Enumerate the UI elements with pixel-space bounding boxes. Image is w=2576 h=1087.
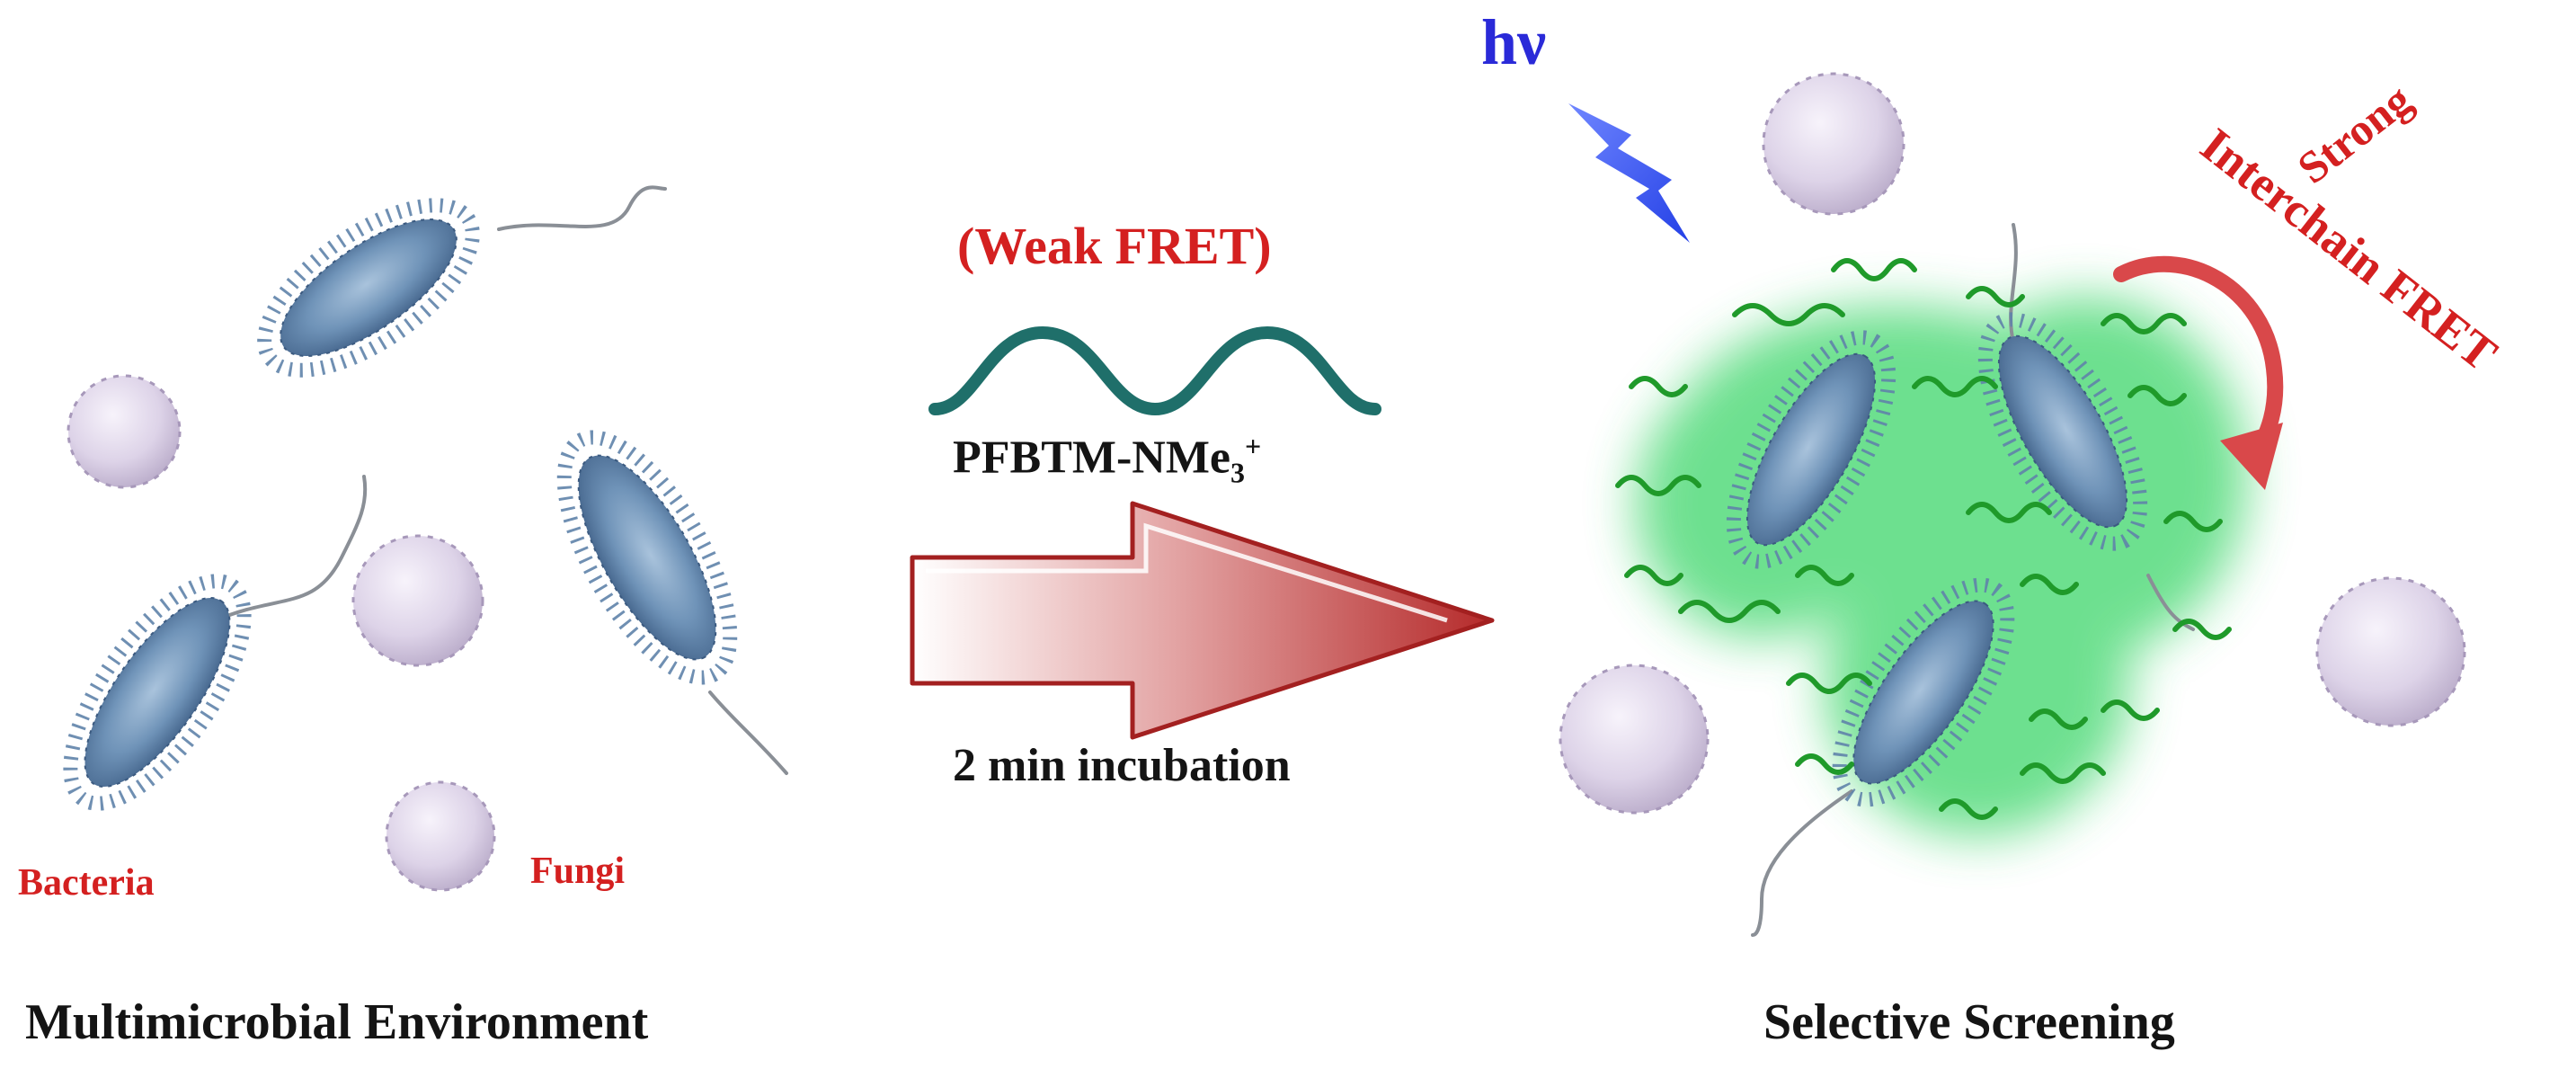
polymer-wave-icon — [928, 325, 1381, 416]
polymer-chains — [1615, 258, 2232, 820]
flagella-left — [214, 185, 788, 775]
bacteria-label: Bacteria — [18, 862, 155, 904]
lightning-bolt-icon — [1568, 103, 1690, 243]
fungus-spore-icon — [1762, 72, 1905, 216]
fungus-spore-icon — [351, 534, 484, 667]
fungus-spore-icon — [385, 780, 496, 892]
bacterium-icon — [1832, 577, 2015, 807]
polymer-superscript: + — [1245, 430, 1262, 462]
left-caption: Multimicrobial Environment — [25, 994, 649, 1050]
bacterium-icon — [63, 574, 252, 811]
right-arrow-icon — [910, 501, 1495, 740]
light-label: hν — [1481, 6, 1547, 78]
weak-fret-label: (Weak FRET) — [957, 217, 1272, 275]
fungus-spore-icon — [1559, 664, 1710, 815]
flagella-right — [1751, 223, 2195, 937]
fungus-spore-icon — [67, 374, 182, 489]
polymer-name-base: PFBTM-NMe — [953, 432, 1231, 484]
polymer-name: PFBTM-NMe3+ — [953, 430, 1261, 490]
right-caption: Selective Screening — [1763, 994, 2175, 1050]
fungi-label: Fungi — [530, 851, 626, 892]
bacterium-icon — [1977, 312, 2148, 551]
bacterium-icon — [1726, 330, 1896, 569]
bacterium-icon — [257, 198, 480, 378]
polymer-subscript: 3 — [1230, 456, 1246, 489]
fluorescence-glow — [1636, 297, 2247, 836]
bacterium-icon — [556, 430, 738, 685]
fungus-spore-icon — [2315, 576, 2466, 727]
incubation-label: 2 min incubation — [953, 740, 1291, 791]
